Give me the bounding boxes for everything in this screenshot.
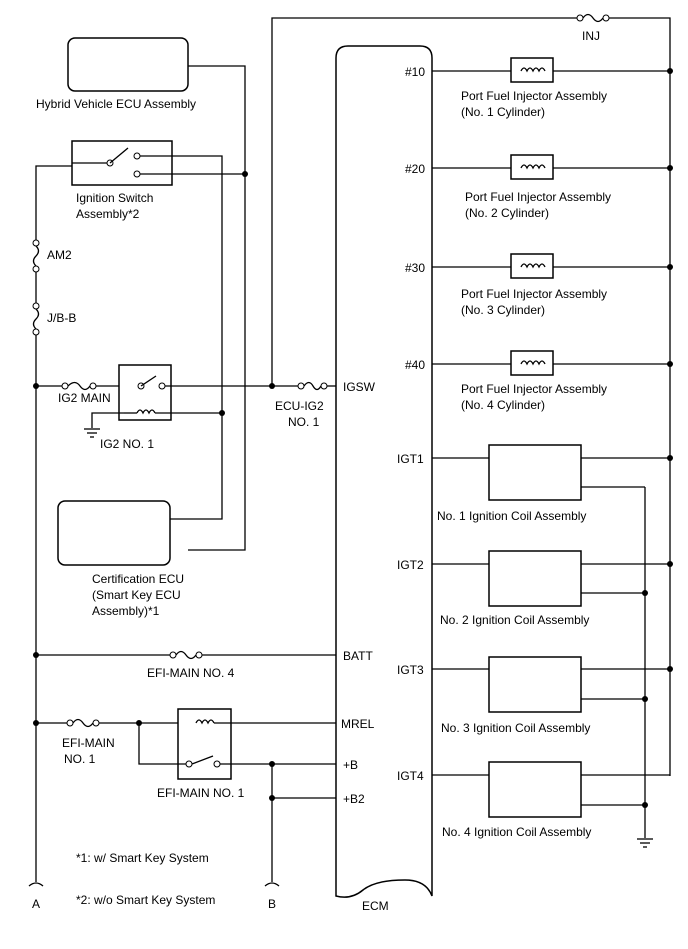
injector-3-label-2: (No. 3 Cylinder) [461, 303, 545, 317]
certification-ecu-label-3: Assembly)*1 [92, 604, 160, 618]
pin-igt3: IGT3 [397, 663, 424, 677]
pin-plus-b2: +B2 [343, 792, 365, 806]
injector-4-label-1: Port Fuel Injector Assembly [461, 382, 607, 396]
certification-ecu-label-1: Certification ECU [92, 572, 184, 586]
ignition-coil-1: No. 1 Ignition Coil Assembly [432, 444, 673, 523]
ecu-ig2-fuse-label-2: NO. 1 [288, 415, 320, 429]
wire-ign-switch-1 [140, 155, 223, 520]
pin-mrel: MREL [341, 717, 375, 731]
pin-igt2: IGT2 [397, 558, 424, 572]
hybrid-ecu-label: Hybrid Vehicle ECU Assembly [36, 97, 196, 111]
efi-main-no1-fuse-label-1: EFI-MAIN [62, 736, 115, 750]
pin-10: #10 [405, 65, 425, 79]
ignition-coil-1-label: No. 1 Ignition Coil Assembly [437, 509, 586, 523]
injector-3: Port Fuel Injector Assembly (No. 3 Cylin… [432, 253, 673, 317]
connector-a-break [28, 882, 44, 887]
injector-1: Port Fuel Injector Assembly (No. 1 Cylin… [432, 57, 673, 119]
certification-ecu-box [57, 500, 171, 566]
ignition-coil-3-label: No. 3 Ignition Coil Assembly [441, 721, 590, 735]
ignition-coil-4: No. 4 Ignition Coil Assembly [432, 761, 670, 839]
ig2-no1-relay-label: IG2 NO. 1 [100, 437, 154, 451]
ig2-main-fuse-label: IG2 MAIN [58, 391, 111, 405]
ignition-coil-4-label: No. 4 Ignition Coil Assembly [442, 825, 591, 839]
ignition-coil-3: No. 3 Ignition Coil Assembly [432, 656, 673, 735]
pin-igsw: IGSW [343, 380, 376, 394]
hybrid-ecu-box [67, 37, 189, 92]
ecu-ig2-fuse-label-1: ECU-IG2 [275, 399, 324, 413]
wire-left-bus [35, 165, 72, 240]
junction-dot [242, 171, 248, 177]
pin-30: #30 [405, 261, 425, 275]
injector-1-label-1: Port Fuel Injector Assembly [461, 89, 607, 103]
pin-igt1: IGT1 [397, 452, 424, 466]
ground-symbol [84, 428, 100, 438]
injector-4: Port Fuel Injector Assembly (No. 4 Cylin… [432, 350, 673, 412]
injector-2-label-1: Port Fuel Injector Assembly [465, 190, 611, 204]
connector-b-break [264, 882, 280, 887]
injector-2-label-2: (No. 2 Cylinder) [465, 206, 549, 220]
efi-main-no1-relay-label: EFI-MAIN NO. 1 [157, 786, 245, 800]
ignition-coil-2: No. 2 Ignition Coil Assembly [432, 550, 673, 627]
connector-a-label: A [32, 897, 40, 911]
ignition-coil-2-label: No. 2 Ignition Coil Assembly [440, 613, 589, 627]
pin-plus-b: +B [343, 758, 358, 772]
pin-20: #20 [405, 162, 425, 176]
note-1: *1: w/ Smart Key System [76, 851, 209, 865]
efi-main-no1-fuse-label-2: NO. 1 [64, 752, 96, 766]
certification-ecu-label-2: (Smart Key ECU [92, 588, 181, 602]
wire-hybrid-ecu [188, 65, 246, 551]
pin-40: #40 [405, 358, 425, 372]
ignition-switch-label-1: Ignition Switch [76, 191, 153, 205]
am2-fuse-label: AM2 [47, 248, 72, 262]
injector-2: Port Fuel Injector Assembly (No. 2 Cylin… [432, 154, 673, 220]
injector-3-label-1: Port Fuel Injector Assembly [461, 287, 607, 301]
connector-b-label: B [268, 897, 276, 911]
ignition-switch-label-2: Assembly*2 [76, 207, 140, 221]
ig2-relay-box [118, 364, 172, 421]
note-2: *2: w/o Smart Key System [76, 893, 215, 907]
pin-batt: BATT [343, 649, 373, 663]
ecm-label: ECM [362, 899, 389, 913]
injector-4-label-2: (No. 4 Cylinder) [461, 398, 545, 412]
injector-1-label-2: (No. 1 Cylinder) [461, 105, 545, 119]
ground-symbol [637, 838, 653, 848]
ecm-box [335, 45, 433, 898]
efi-main-no4-fuse-label: EFI-MAIN NO. 4 [147, 666, 235, 680]
pin-igt4: IGT4 [397, 769, 424, 783]
inj-fuse-label: INJ [582, 29, 600, 43]
jbb-fuse-label: J/B-B [47, 311, 76, 325]
